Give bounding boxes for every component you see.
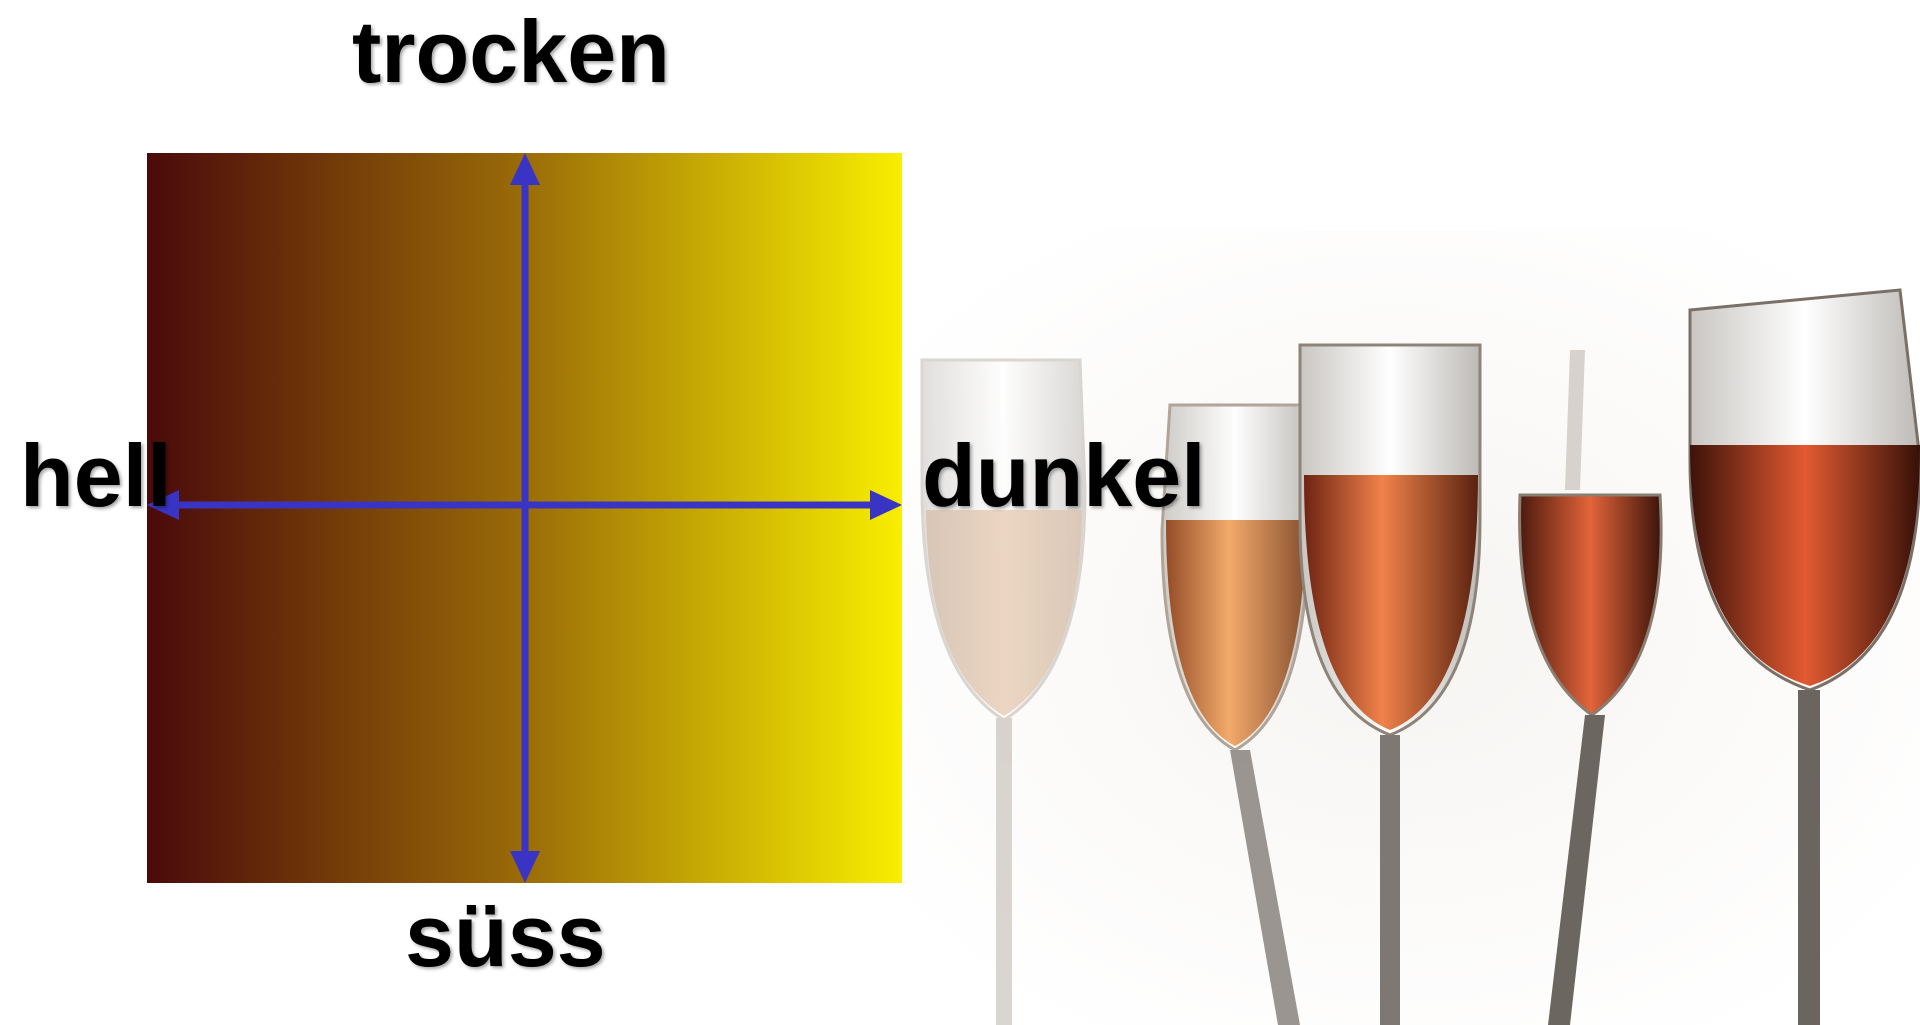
- label-dry: trocken: [352, 2, 670, 101]
- color-gradient-square: [147, 153, 902, 883]
- label-dark: dunkel: [922, 426, 1206, 525]
- label-sweet: süss: [405, 886, 606, 985]
- wine-glasses-illustration: [880, 230, 1920, 1025]
- label-light: hell: [20, 426, 172, 525]
